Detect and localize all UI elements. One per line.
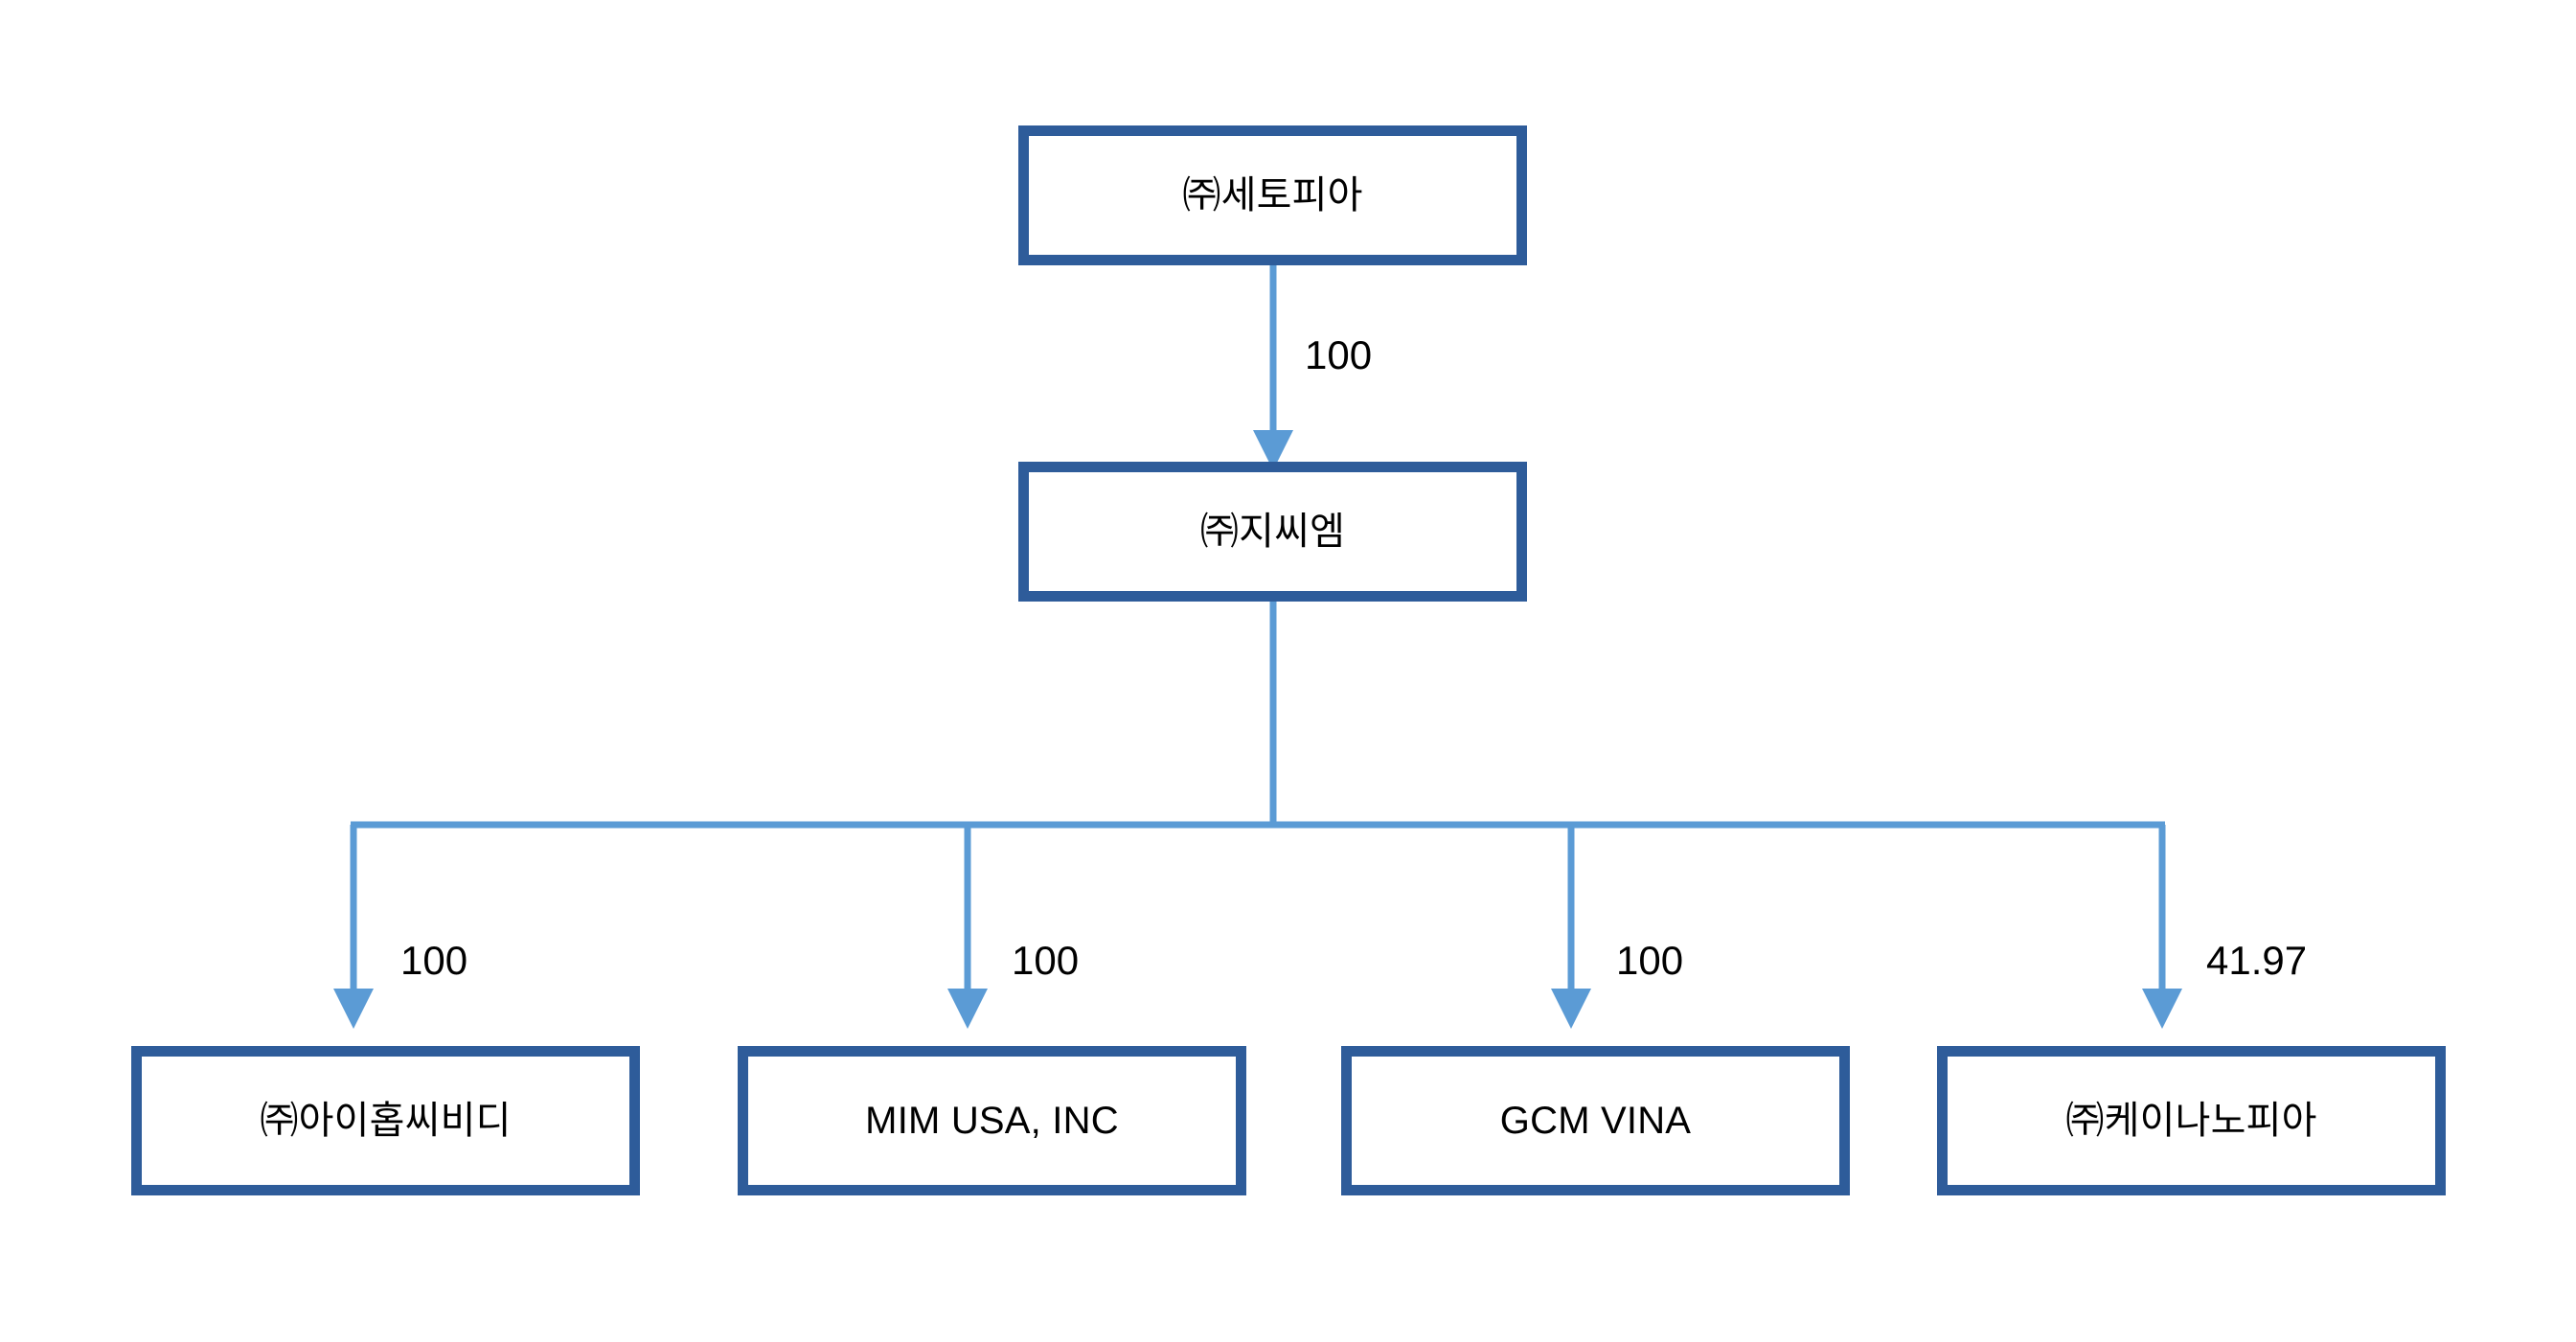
node-mimusa[interactable]: MIM USA, INC	[738, 1046, 1246, 1195]
node-i9cbd[interactable]: ㈜아이홉씨비디	[131, 1046, 640, 1195]
edge-label-gcm-to-gcmvina: 100	[1616, 938, 1684, 983]
edge-label-setopia-to-gcm: 100	[1305, 332, 1373, 377]
edge-label-gcm-to-i9cbd: 100	[400, 938, 468, 983]
node-gcm[interactable]: ㈜지씨엠	[1018, 462, 1527, 602]
node-kenanopia[interactable]: ㈜케이나노피아	[1937, 1046, 2446, 1195]
edge-label-gcm-to-mimusa: 100	[1012, 938, 1080, 983]
node-i9cbd-label: ㈜아이홉씨비디	[260, 1100, 512, 1142]
node-gcmvina[interactable]: GCM VINA	[1341, 1046, 1850, 1195]
node-setopia-label: ㈜세토피아	[1182, 174, 1363, 216]
edge-label-gcm-to-kenanopia: 41.97	[2206, 938, 2308, 983]
node-gcmvina-label: GCM VINA	[1499, 1100, 1692, 1142]
node-setopia[interactable]: ㈜세토피아	[1018, 125, 1527, 265]
node-kenanopia-label: ㈜케이나노피아	[2065, 1100, 2317, 1142]
node-gcm-label: ㈜지씨엠	[1199, 511, 1346, 553]
node-mimusa-label: MIM USA, INC	[865, 1100, 1119, 1142]
